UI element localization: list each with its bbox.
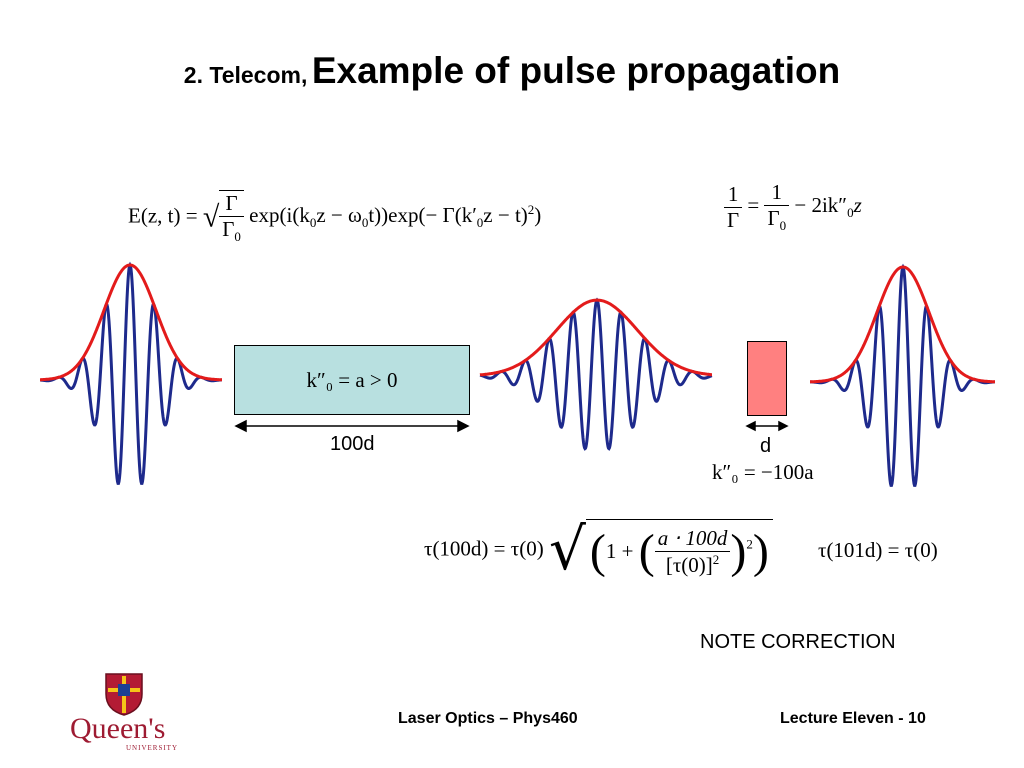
pulse-envelope-after-fiber <box>479 298 712 377</box>
footer-course: Laser Optics – Phys460 <box>398 710 578 727</box>
footer-lecture: Lecture Eleven - 10 <box>780 710 926 727</box>
pulse-recompressed <box>810 263 995 487</box>
length-arrow-100d <box>234 419 470 433</box>
fiber-box: k″₀ = a > 0 <box>234 345 470 415</box>
field-lhs: E(z, t) = <box>128 203 198 228</box>
pulse-envelope-recompressed <box>810 265 995 384</box>
pulse-carrier-input <box>40 261 222 485</box>
note-correction: NOTE CORRECTION <box>700 631 896 653</box>
pulse-carrier-after-fiber <box>479 297 713 451</box>
label-100d: 100d <box>330 433 375 455</box>
tau-sqrt-sign: √ <box>548 515 586 583</box>
queens-logo: Queen's UNIVERSITY <box>64 672 184 752</box>
pulse-input <box>40 261 222 485</box>
compensator-dispersion: k″₀ = −100a <box>712 460 814 484</box>
label-d: d <box>760 435 772 457</box>
compensator-box <box>747 341 787 416</box>
gamma-tail: − 2ik″0z <box>794 192 862 221</box>
sqrt-sign: √ <box>202 200 220 234</box>
gamma-relation: 1 Γ = 1 Γ0 − 2ik″0z <box>724 180 862 234</box>
gamma-ratio-den: Γ0 <box>222 217 241 245</box>
gamma-left-frac: 1 Γ <box>724 182 743 233</box>
fiber-dispersion: k″₀ = a > 0 <box>306 368 398 392</box>
gamma-ratio: Γ Γ0 <box>219 190 244 245</box>
title-prefix: 2. Telecom, <box>183 62 308 88</box>
logo-word: Queen's <box>70 712 166 745</box>
length-arrow-d <box>745 420 789 432</box>
gamma-ratio-num: Γ <box>219 191 244 217</box>
pulse-after-fiber <box>479 297 713 451</box>
crest-icon <box>105 673 143 716</box>
tau-101d-equation: τ(101d) = τ(0) <box>818 538 938 562</box>
tau-100d-lhs: τ(100d) = τ(0) <box>424 536 544 561</box>
exp-term: exp(i(k0z − ω0t))exp(− Γ(k′0z − t)2) <box>249 202 542 231</box>
slide-title: 2. Telecom, Example of pulse propagation <box>0 50 1024 92</box>
tau-frac: a ⋅ 100d [τ(0)]2 <box>654 526 731 578</box>
pulses-canvas <box>40 261 995 487</box>
gamma-right-frac: 1 Γ0 <box>764 180 790 234</box>
field-equation: E(z, t) = √ Γ Γ0 exp(i(k0z − ω0t))exp(− … <box>128 190 541 245</box>
logo-sub: UNIVERSITY <box>126 744 178 752</box>
tau-100d-equation: τ(100d) = τ(0) √ (1 + ( a ⋅ 100d [τ(0)]2… <box>424 515 773 583</box>
title-main: Example of pulse propagation <box>311 50 841 91</box>
tau-sqrt-body: (1 + ( a ⋅ 100d [τ(0)]2 )2) <box>585 519 773 579</box>
pulse-envelope-input <box>40 263 222 382</box>
